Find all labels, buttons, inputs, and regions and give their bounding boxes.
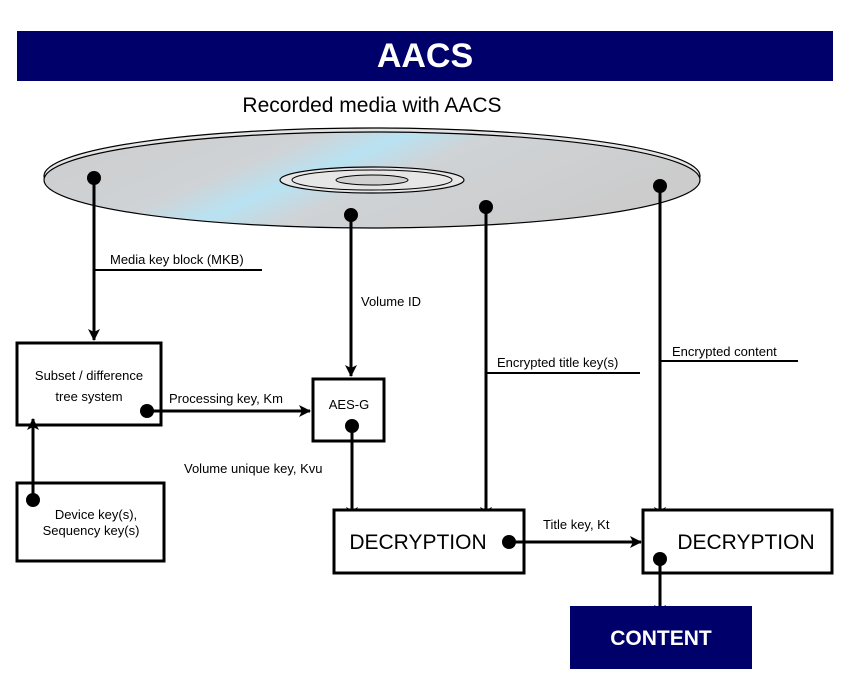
volume-id-label: Volume ID	[361, 294, 421, 309]
decryption-box-1: DECRYPTION	[332, 508, 526, 575]
content-label: CONTENT	[610, 627, 712, 650]
volume-unique-key-label: Volume unique key, Kvu	[184, 461, 323, 476]
device-keys-line1: Device key(s),	[55, 507, 137, 522]
device-keys-line2: Sequency key(s)	[43, 523, 140, 538]
decryption-2-label: DECRYPTION	[677, 531, 814, 554]
encrypted-content-label: Encrypted content	[672, 344, 777, 359]
aes-g-label: AES-G	[329, 397, 369, 412]
subset-tree-box: Subset / difference tree system	[15, 341, 163, 427]
header-title: AACS	[377, 37, 473, 75]
header-banner: AACS	[17, 31, 833, 81]
volume-unique-key-connector: Volume unique key, Kvu	[184, 419, 359, 519]
header-background	[17, 31, 833, 81]
encrypted-title-key-label: Encrypted title key(s)	[497, 355, 618, 370]
encrypted-title-key-connector: Encrypted title key(s)	[479, 200, 640, 519]
title-key-label: Title key, Kt	[543, 517, 610, 532]
title-key-connector: Title key, Kt	[502, 517, 642, 549]
decryption-1-label: DECRYPTION	[349, 531, 486, 554]
mkb-label: Media key block (MKB)	[110, 252, 244, 267]
encrypted-content-connector: Encrypted content	[653, 179, 798, 519]
content-box: CONTENT	[570, 606, 752, 669]
processing-key-connector: Processing key, Km	[140, 391, 311, 418]
volume-id-connector: Volume ID	[344, 208, 421, 377]
processing-key-label: Processing key, Km	[169, 391, 283, 406]
subset-tree-line2: tree system	[55, 389, 122, 404]
device-keys-connector	[26, 418, 40, 507]
decryption-box-2: DECRYPTION	[641, 508, 834, 575]
subset-tree-line1: Subset / difference	[35, 368, 143, 383]
disc-icon	[43, 127, 701, 229]
device-keys-box: Device key(s), Sequency key(s)	[15, 481, 166, 563]
mkb-connector: Media key block (MKB)	[87, 171, 262, 341]
disc-label: Recorded media with AACS	[242, 94, 501, 117]
